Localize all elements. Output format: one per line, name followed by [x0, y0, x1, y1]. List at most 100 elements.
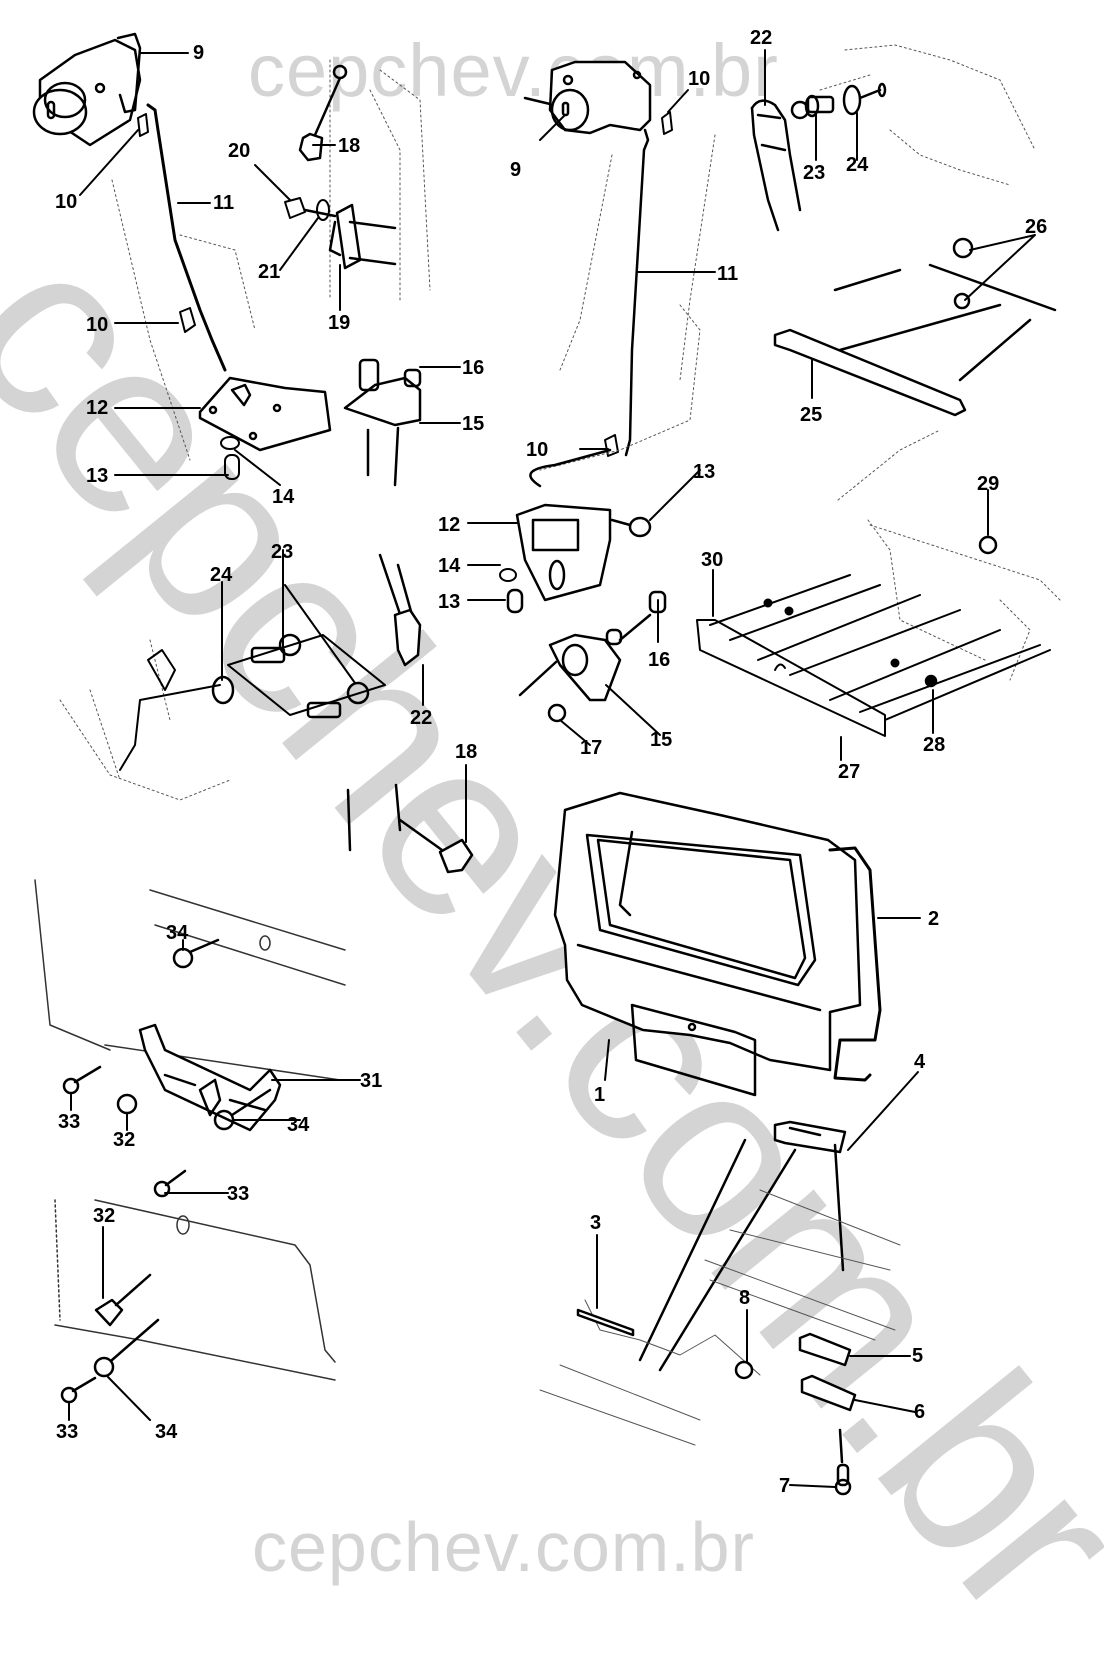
washer-21: [316, 199, 330, 221]
clip-10-lower-left: [179, 307, 196, 333]
leader-lines: [68, 49, 1036, 1488]
hinge-4: [638, 1120, 847, 1372]
clip-10-upper-center: [661, 111, 673, 135]
nut-32-lower-left: [116, 1093, 138, 1115]
callout-10-clip-lower-left: 10: [86, 314, 109, 336]
callout-9-lock-cylinder-center: 9: [510, 159, 522, 181]
callout-4-hinge: 4: [914, 1051, 926, 1073]
callout-33-screw-a: 33: [58, 1111, 81, 1133]
clip-10-upper-left: [137, 113, 149, 137]
callout-16-bumper-left: 16: [462, 357, 485, 379]
callout-13-screw-left: 13: [86, 465, 109, 487]
callout-23-pivot-upper: 23: [803, 162, 826, 184]
lock-cylinder-left: [32, 32, 142, 147]
lock-cylinder-center: [523, 60, 652, 135]
bumper-18-upper: [298, 64, 348, 162]
callout-22-gas-strut-mid: 22: [410, 707, 433, 729]
callout-21-washer: 21: [258, 261, 281, 283]
weatherstrip-2: [828, 846, 882, 1082]
shim-5: [798, 1332, 852, 1367]
callout-33-screw-c: 33: [56, 1421, 79, 1443]
body-outline-mid-left: [59, 639, 231, 801]
callout-34-nut-bottom: 34: [155, 1421, 178, 1443]
bumper-18-lower: [346, 783, 474, 874]
bumper-16-left: [403, 368, 422, 388]
washer-24-mid: [211, 675, 235, 705]
body-outline-upper-right: [819, 44, 1036, 186]
callout-8-nut: 8: [739, 1287, 751, 1309]
clip-30-a: [763, 598, 900, 668]
diagram-artwork: [32, 32, 1061, 1496]
screw-33-a: [62, 1065, 102, 1095]
callout-33-screw-b: 33: [227, 1183, 250, 1205]
callout-31-bracket: 31: [360, 1070, 383, 1092]
nut-8: [734, 1360, 754, 1380]
callout-22-gas-strut-upper: 22: [750, 27, 773, 49]
pivot-stud-23-upper: [790, 94, 835, 120]
callout-29-clip: 29: [977, 473, 1000, 495]
panel-outline-lower-left: [34, 879, 346, 1081]
callout-16-bumper-center: 16: [648, 649, 671, 671]
gas-strut-mid: [378, 553, 422, 667]
callout-9-lock-cylinder-left: 9: [193, 42, 205, 64]
floor-outline: [837, 429, 1061, 681]
bracket-31: [138, 1023, 282, 1132]
nut-17: [547, 703, 567, 723]
callout-30-sill-plate: 30: [701, 549, 724, 571]
callout-34-nut-upper: 34: [166, 922, 189, 944]
callout-28-clip: 28: [923, 734, 946, 756]
callout-12-latch-left: 12: [86, 397, 109, 419]
striker-plate-19: [303, 203, 397, 270]
callout-32-nut-lower: 32: [93, 1205, 116, 1227]
callout-10-clip-lower-center: 10: [526, 439, 549, 461]
callout-23-pivots-mid: 23: [271, 541, 294, 563]
callout-10-clip-upper-center: 10: [688, 68, 711, 90]
callout-7-bolt: 7: [779, 1475, 791, 1497]
nut-34-lower-left-a: [172, 938, 220, 969]
nut-34-lower: [93, 1318, 160, 1378]
callout-26-clips: 26: [1025, 216, 1048, 238]
callout-32-nut: 32: [113, 1129, 136, 1151]
callout-5-shim: 5: [912, 1345, 924, 1367]
latch-plate-left: [198, 376, 332, 452]
molding-25: [773, 263, 1057, 417]
screw-13-left: [224, 454, 240, 480]
callout-15-striker-center: 15: [650, 729, 673, 751]
callout-12-latch-center: 12: [438, 514, 461, 536]
callout-15-striker-left: 15: [462, 413, 485, 435]
callout-24-washer-mid: 24: [210, 564, 233, 586]
liftgate-1: [553, 791, 862, 1097]
callout-10-clip-upper-left: 10: [55, 191, 78, 213]
body-outline-lower-right: [539, 1189, 901, 1446]
callout-2-weatherstrip: 2: [928, 908, 940, 930]
callout-34-nut-lower: 34: [287, 1114, 310, 1136]
callout-27-sill-plate: 27: [838, 761, 861, 783]
pivot-plate: [227, 634, 386, 716]
callout-17-nut: 17: [580, 737, 603, 759]
striker-15-center: [518, 628, 623, 702]
nut-20: [284, 197, 306, 219]
nut-32-lower: [94, 1273, 152, 1327]
screw-33-b: [153, 1169, 187, 1198]
parts-diagram: cepchev.com.br cepchev.com.br cepchev.co…: [0, 27, 1104, 1663]
clip-26-a: [952, 237, 974, 259]
callout-13-screw-center: 13: [438, 591, 461, 613]
callout-1-liftgate: 1: [594, 1084, 606, 1106]
callout-18-bumper-lower: 18: [455, 741, 478, 763]
callout-24-washer-upper: 24: [846, 154, 869, 176]
washer-14-left: [220, 436, 240, 450]
screw-33-c: [60, 1376, 97, 1404]
latch-12-center: [515, 448, 612, 602]
callout-19-striker-plate: 19: [328, 312, 351, 334]
callout-13-screw-center-right: 13: [693, 461, 716, 483]
screw-13-center-right: [610, 516, 652, 538]
callout-14-washer-center: 14: [438, 555, 461, 577]
bolt-7: [834, 1428, 852, 1496]
shim-6: [800, 1374, 857, 1412]
hinge-pin-3: [576, 1308, 635, 1337]
actuator-rod-left: [146, 103, 227, 372]
callout-14-washer-left: 14: [272, 486, 295, 508]
screw-13-center-left: [506, 588, 524, 614]
bracket-bolt-path: [119, 649, 221, 771]
clip-29: [978, 535, 998, 555]
